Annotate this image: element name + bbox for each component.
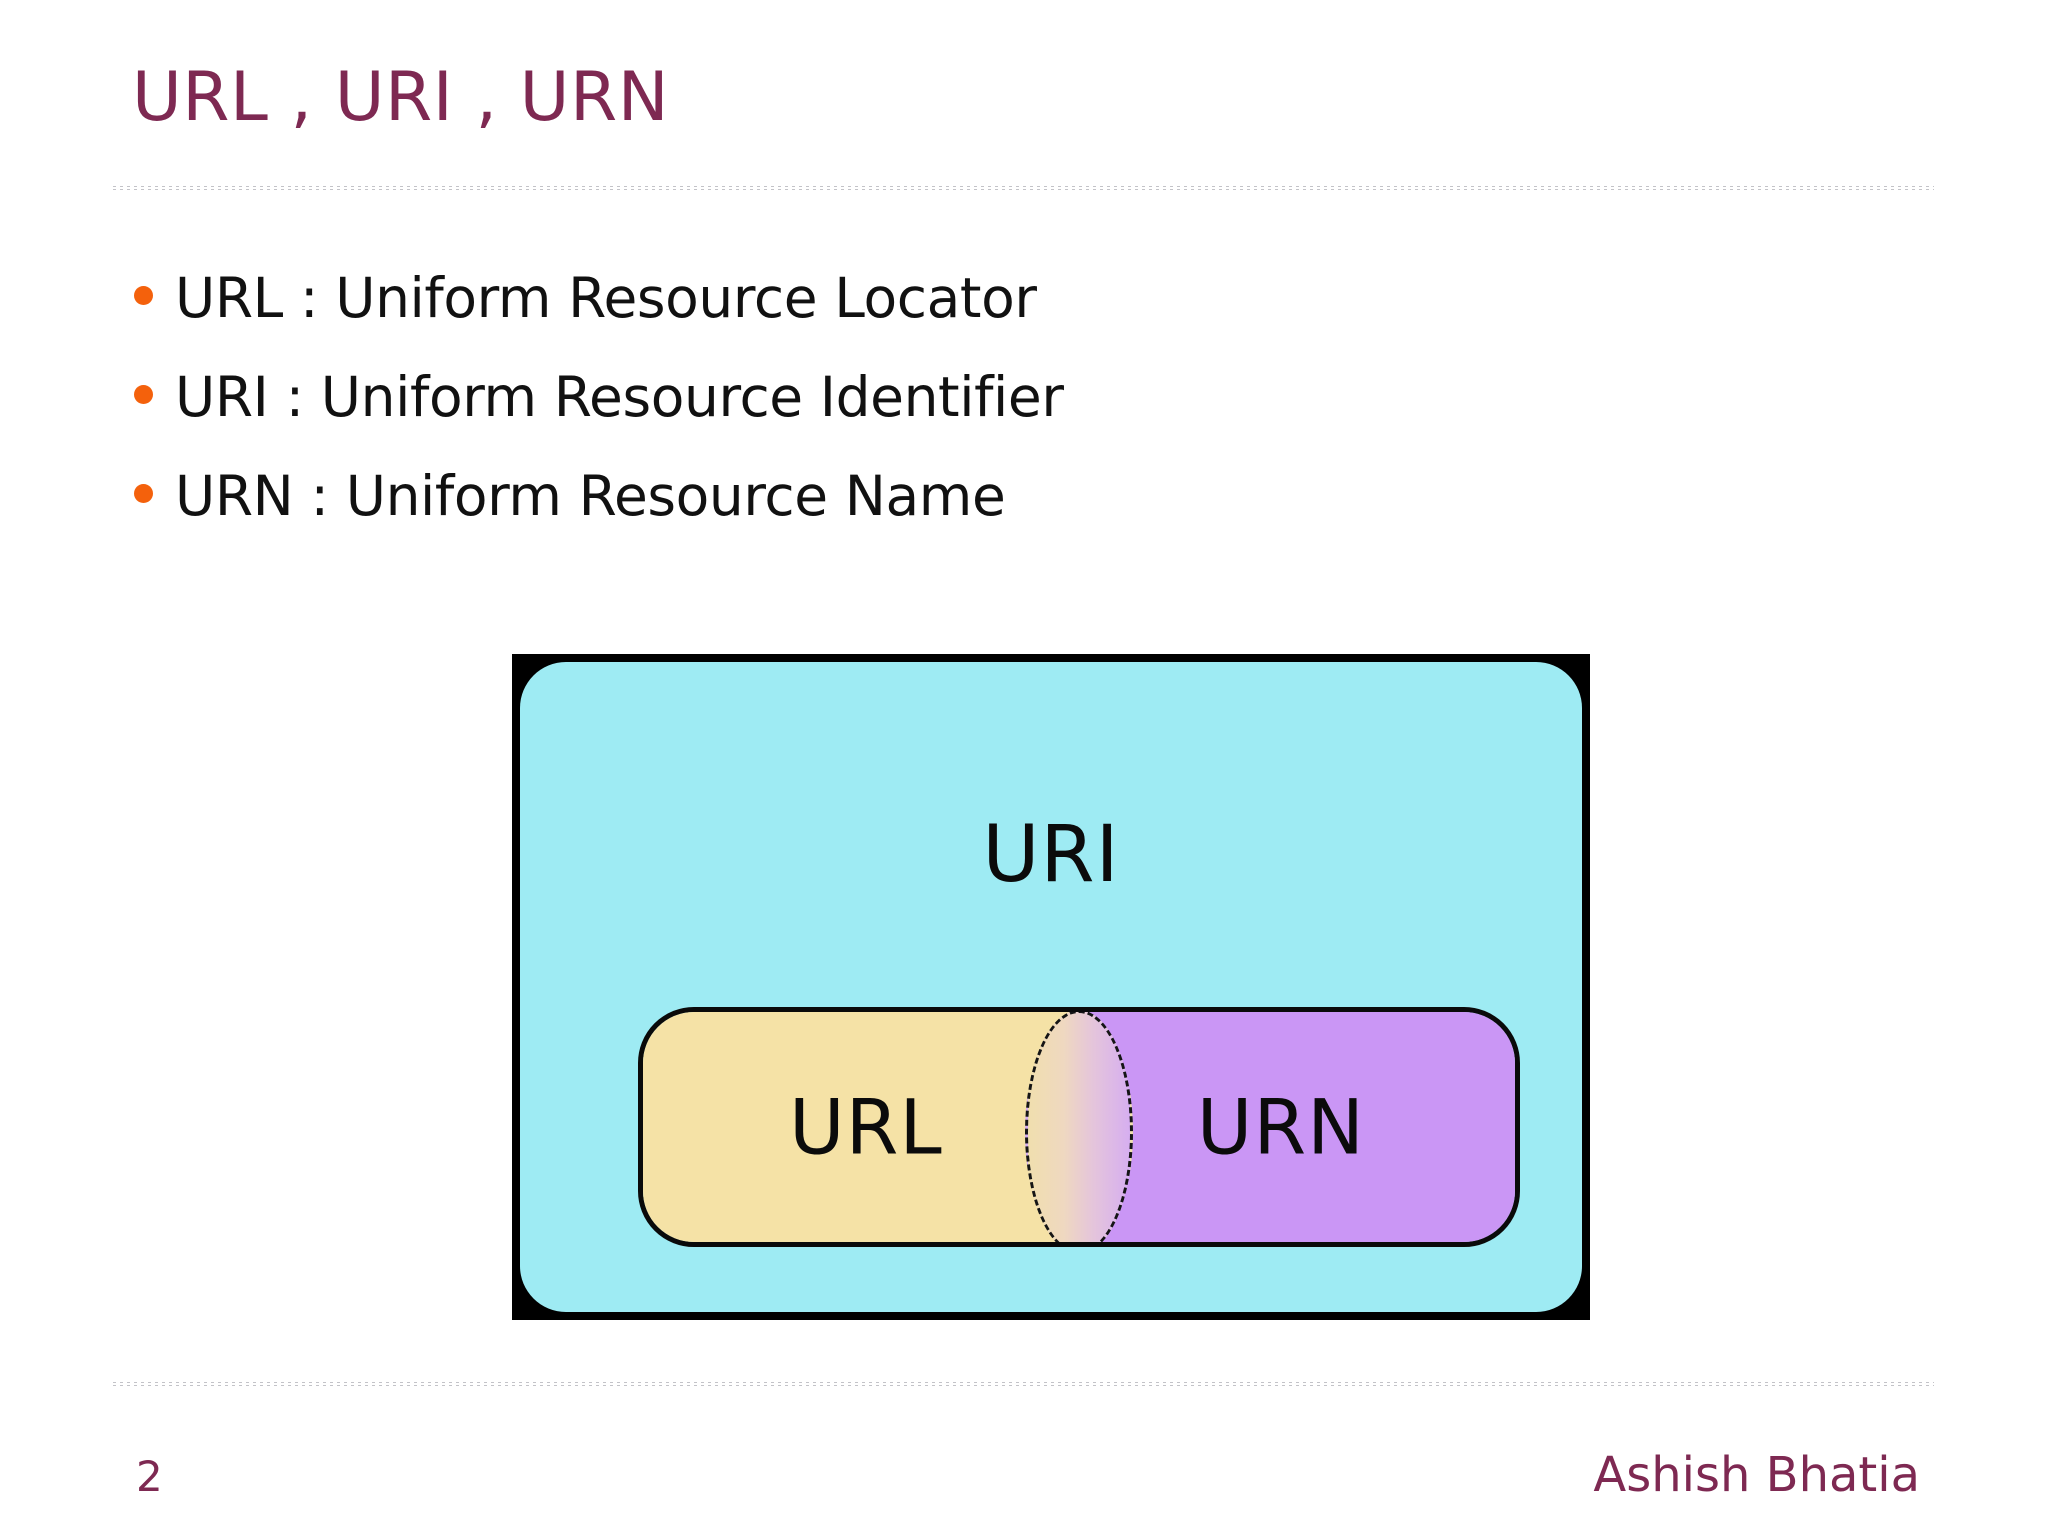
list-item-label: URN : Uniform Resource Name <box>175 463 1006 528</box>
url-urn-overlap-region <box>1025 1012 1133 1242</box>
url-region <box>643 1012 1079 1242</box>
page-number: 2 <box>136 1452 163 1501</box>
uri-outer-region: URI URL URN <box>520 662 1582 1312</box>
url-region-label: URL <box>789 1082 943 1172</box>
bullet-dot-icon <box>134 286 153 305</box>
uri-region-label: URI <box>982 810 1120 900</box>
author-name: Ashish Bhatia <box>1593 1447 1920 1503</box>
footer-divider <box>113 1382 1934 1386</box>
bullet-dot-icon <box>134 384 153 404</box>
uri-venn-diagram: URI URL URN <box>512 654 1590 1320</box>
bullet-list: URL : Uniform Resource Locator URI : Uni… <box>134 266 1834 566</box>
list-item: URI : Uniform Resource Identifier <box>134 364 1834 429</box>
url-urn-pill: URL URN <box>638 1007 1520 1247</box>
list-item-label: URI : Uniform Resource Identifier <box>175 364 1064 429</box>
urn-region <box>1079 1012 1515 1242</box>
urn-region-label: URN <box>1196 1082 1365 1172</box>
list-item: URN : Uniform Resource Name <box>134 463 1834 528</box>
list-item: URL : Uniform Resource Locator <box>134 266 1834 330</box>
page-title: URL , URI , URN <box>132 58 670 137</box>
list-item-label: URL : Uniform Resource Locator <box>175 266 1037 330</box>
bullet-dot-icon <box>134 483 153 503</box>
title-divider <box>113 186 1934 190</box>
